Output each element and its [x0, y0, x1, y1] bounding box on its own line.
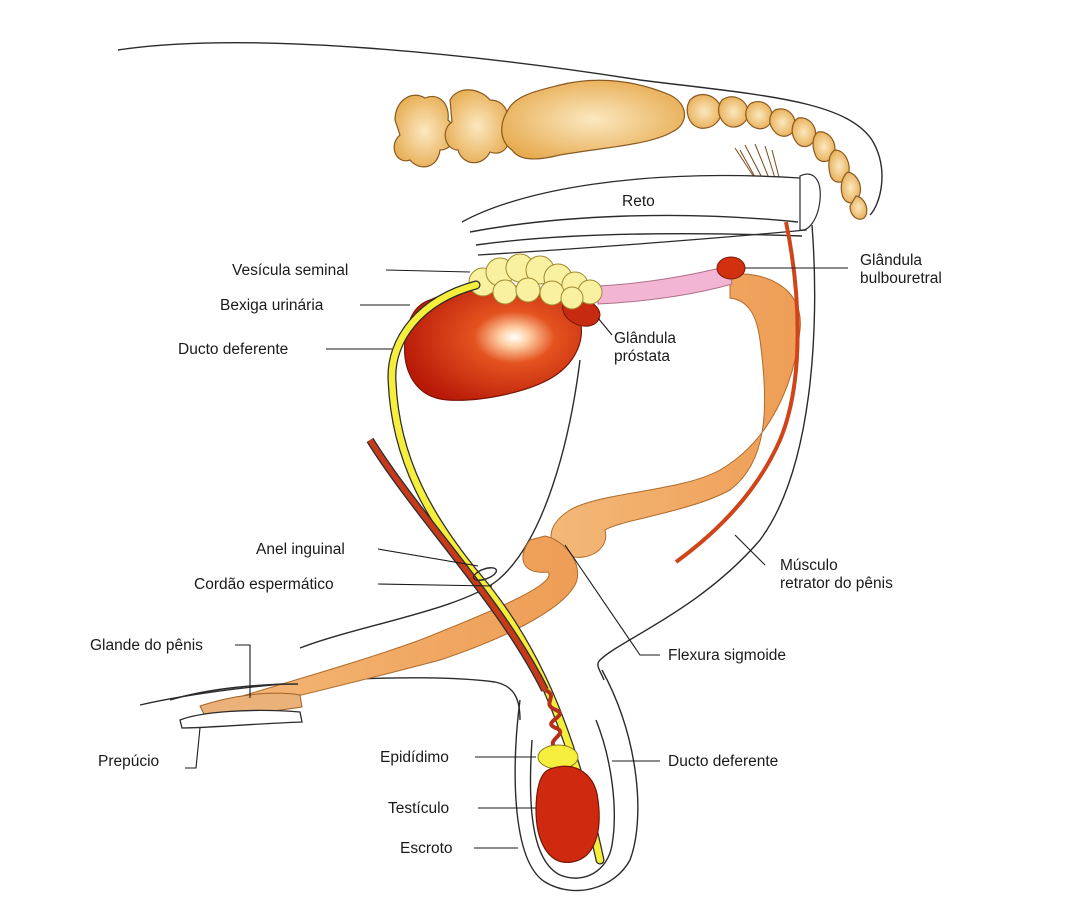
testis — [535, 765, 600, 863]
label-bexiga-urinaria: Bexiga urinária — [220, 297, 324, 314]
spermatic-cord-coil — [544, 688, 563, 750]
rectum — [461, 173, 821, 256]
label-reto: Reto — [622, 193, 655, 210]
prepuce — [179, 709, 303, 729]
label-musculo-1: Músculo — [780, 557, 838, 574]
spine-vertebrae — [393, 79, 868, 220]
seminal-vesicle — [468, 253, 603, 310]
label-prepucio: Prepúcio — [98, 753, 159, 770]
label-cordao-espermatico: Cordão espermático — [194, 576, 334, 593]
label-vesicula-seminal: Vesícula seminal — [232, 262, 348, 279]
label-anel-inguinal: Anel inguinal — [256, 541, 345, 558]
body-outline-dorsal — [117, 42, 883, 216]
retractor-muscle — [674, 221, 800, 564]
epididymis — [537, 744, 579, 770]
label-ducto-deferente-upper: Ducto deferente — [178, 341, 288, 358]
leader-lines — [185, 267, 848, 849]
label-glande-do-penis: Glande do pênis — [90, 637, 203, 654]
label-epididimo: Epidídimo — [380, 749, 449, 766]
label-flexura-sigmoide: Flexura sigmoide — [668, 647, 786, 664]
prepuce-upper — [169, 683, 299, 701]
label-glandula-prostata-2: próstata — [614, 348, 670, 365]
body-wall-caudal — [597, 224, 816, 681]
inguinal-ring — [472, 567, 498, 581]
label-glandula-bulbouretral-2: bulbouretral — [860, 270, 942, 287]
spermatic-cord-fill — [367, 438, 548, 692]
label-escroto: Escroto — [400, 840, 453, 857]
pelvic-line — [299, 359, 581, 649]
label-musculo-2: retrator do pênis — [780, 575, 893, 592]
label-ducto-deferente-lower: Ducto deferente — [668, 753, 778, 770]
pelvic-urethra — [597, 265, 733, 305]
tunic-outline — [529, 719, 615, 879]
label-glandula-prostata-1: Glândula — [614, 330, 676, 347]
bulbourethral-gland — [716, 256, 746, 280]
label-testiculo: Testículo — [388, 800, 449, 817]
label-glandula-bulbouretral-1: Glândula — [860, 252, 922, 269]
penis-shaft — [209, 535, 579, 717]
body-outline-ventral — [139, 677, 521, 721]
scrotum-outline — [514, 669, 639, 892]
